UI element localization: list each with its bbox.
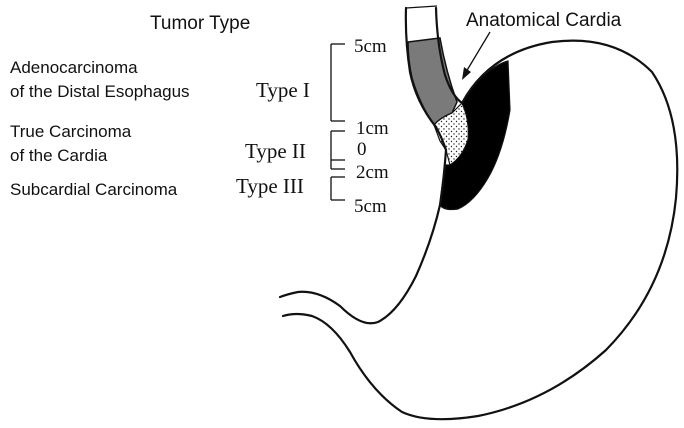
cardia-arrow-line [466,32,490,72]
type3-name: Subcardial Carcinoma [10,180,178,199]
scale-bottom-label: 5cm [354,196,387,217]
scale-upper-mid-label: 1cm [356,118,389,139]
stomach-drawing [280,6,677,419]
scale-lower-mid-label: 2cm [356,162,389,183]
scale-zero-label: 0 [357,139,367,160]
cardia-arrow-head [462,67,471,80]
esophagus-cut-edge [406,6,437,8]
type2-name-line1: True Carcinoma [10,122,132,141]
anatomical-cardia-label: Anatomical Cardia [466,10,622,31]
type1-name-line2: of the Distal Esophagus [10,82,190,101]
scale-top-label: 5cm [354,36,387,57]
tumor-type-heading: Tumor Type [150,13,250,34]
type1-name-line1: Adenocarcinoma [10,58,138,77]
type3-label: Type III [236,174,304,198]
type1-label: Type I [256,78,310,102]
type2-name-line2: of the Cardia [10,146,108,165]
scale-bracket [331,44,345,200]
type1-tumor-region [408,38,457,125]
type2-label: Type II [245,139,306,163]
